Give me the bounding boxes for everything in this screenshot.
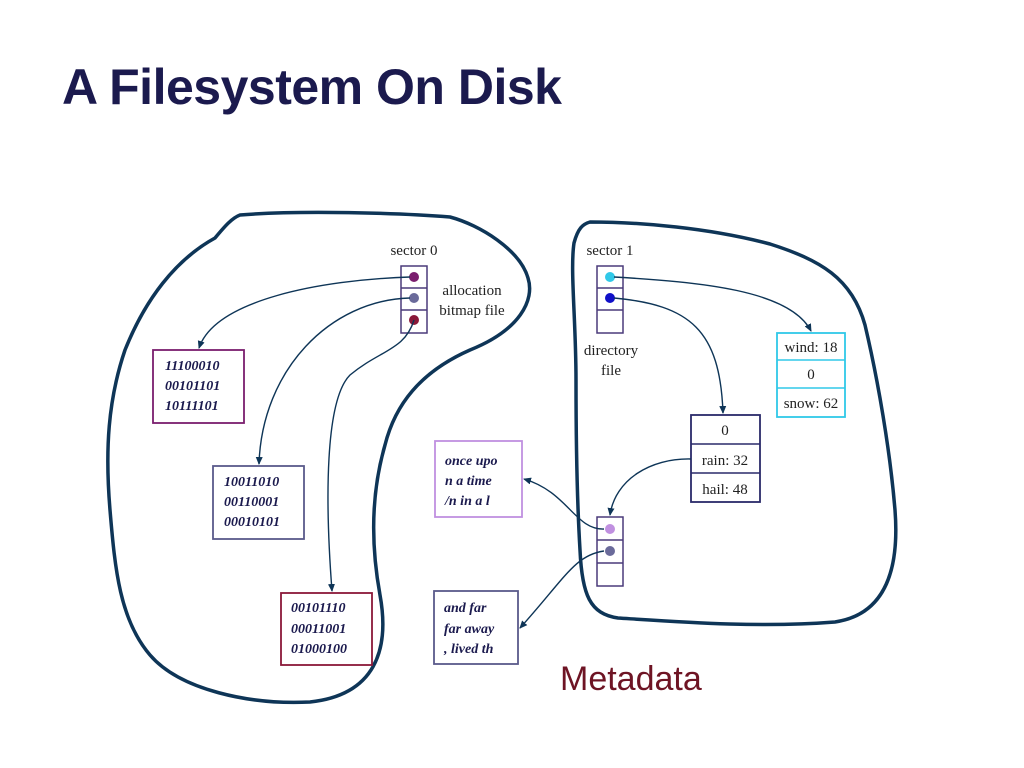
slide-title: A Filesystem On Disk <box>62 59 562 115</box>
pointer-arrow <box>519 550 605 629</box>
svg-text:0: 0 <box>721 423 729 439</box>
svg-text:01000100: 01000100 <box>291 642 347 657</box>
sector1-inode <box>596 265 624 334</box>
pointer-arrow <box>523 477 605 530</box>
svg-text:00101110: 00101110 <box>291 601 345 616</box>
sector0-inode <box>400 265 428 334</box>
sector0-label: sector 0 <box>390 243 437 259</box>
disk-region-left <box>106 210 532 705</box>
bitmap-block: 11100010 00101101 10111101 <box>152 349 245 424</box>
pointer-dot <box>605 272 615 282</box>
disk-region-right <box>570 220 898 627</box>
pointer-arrow <box>607 458 692 516</box>
svg-text:00110001: 00110001 <box>224 495 279 510</box>
directory-block: 0 rain: 32 hail: 48 <box>690 414 761 503</box>
pointer-dot <box>605 546 615 556</box>
pointer-dot <box>605 524 615 534</box>
sector0-file-label: allocation <box>442 283 502 299</box>
svg-text:00010101: 00010101 <box>224 515 280 530</box>
svg-text:10011010: 10011010 <box>224 475 279 490</box>
pointer-arrows <box>197 276 812 629</box>
svg-text:0: 0 <box>807 367 815 383</box>
sector1-file-label: directory <box>584 343 639 359</box>
svg-text:, lived th: , lived th <box>443 642 494 657</box>
svg-text:and far: and far <box>444 601 487 616</box>
svg-text:00101101: 00101101 <box>165 379 220 394</box>
file-content-block: once upo n a time /n in a l <box>434 440 523 518</box>
bitmap-block: 00101110 00011001 01000100 <box>280 592 373 666</box>
pointer-arrow <box>613 276 812 332</box>
svg-text:hail: 48: hail: 48 <box>702 482 747 498</box>
sector1-file-label: file <box>601 363 621 379</box>
svg-text:n a time: n a time <box>445 474 492 489</box>
metadata-label: Metadata <box>560 660 702 698</box>
svg-text:snow: 62: snow: 62 <box>784 396 839 412</box>
sector0-file-label: bitmap file <box>439 303 505 319</box>
svg-text:far away: far away <box>444 622 495 637</box>
svg-text:/n in a l: /n in a l <box>444 494 490 509</box>
bitmap-block: 10011010 00110001 00010101 <box>212 465 305 540</box>
pointer-arrow <box>327 319 415 592</box>
sector1-label: sector 1 <box>586 243 633 259</box>
pointer-arrow <box>255 297 411 465</box>
svg-text:11100010: 11100010 <box>165 359 219 374</box>
pointer-dot <box>409 293 419 303</box>
svg-text:rain: 32: rain: 32 <box>702 453 748 469</box>
svg-text:once upo: once upo <box>445 454 498 469</box>
pointer-dot <box>605 293 615 303</box>
pointer-arrow <box>613 297 727 414</box>
pointer-arrow <box>197 276 411 349</box>
svg-text:00011001: 00011001 <box>291 622 346 637</box>
pointer-dot <box>409 272 419 282</box>
directory-block: wind: 18 0 snow: 62 <box>776 332 846 418</box>
svg-text:10111101: 10111101 <box>165 399 219 414</box>
file-content-block: and far far away , lived th <box>433 590 519 665</box>
svg-text:wind: 18: wind: 18 <box>785 340 838 356</box>
